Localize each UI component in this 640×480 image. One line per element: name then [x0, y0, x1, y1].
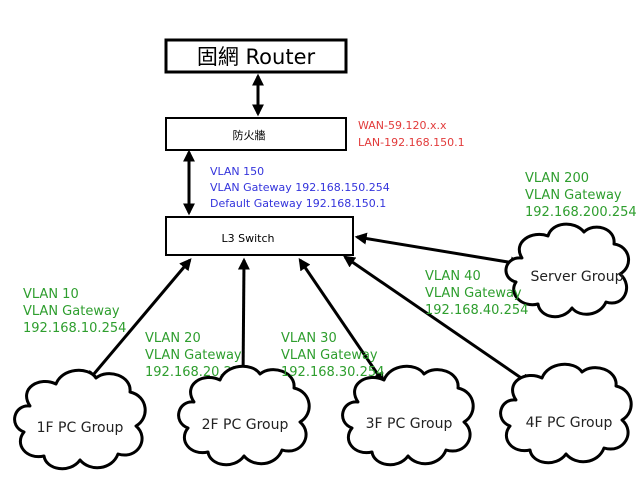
router-box: [164, 38, 348, 74]
f1-gw-ip: 192.168.10.254: [23, 321, 126, 336]
f3-vlan: VLAN 30: [281, 331, 337, 346]
link-switch-2f: [237, 257, 250, 385]
firewall-box: [165, 117, 347, 151]
f4-gw-ip: 192.168.40.254: [425, 303, 528, 318]
f1-vlan: VLAN 10: [23, 287, 79, 302]
server-cloud: [504, 222, 630, 319]
switch-vlan-gateway: VLAN Gateway 192.168.150.254: [210, 181, 390, 194]
f1-label: 1F PC Group: [37, 420, 124, 436]
f1-cloud: [13, 368, 147, 471]
f3-label: 3F PC Group: [366, 416, 453, 432]
f4-gw-label: VLAN Gateway: [425, 286, 522, 301]
server-vlan: VLAN 200: [525, 171, 589, 186]
f3-gw-ip: 192.168.30.254: [281, 365, 384, 380]
firewall-lan: LAN-192.168.150.1: [358, 136, 465, 149]
f1-gw-label: VLAN Gateway: [23, 304, 120, 319]
server-gw-label: VLAN Gateway: [525, 188, 622, 203]
f2-gw-label: VLAN Gateway: [145, 348, 242, 363]
f2-cloud: [177, 364, 311, 467]
switch-label: L3 Switch: [222, 232, 275, 245]
f3-gw-label: VLAN Gateway: [281, 348, 378, 363]
router-label: 固網 Router: [197, 45, 316, 69]
link-switch-1f: [86, 258, 192, 383]
f4-vlan: VLAN 40: [425, 269, 481, 284]
link-switch-server: [354, 232, 523, 269]
switch-default-gateway: Default Gateway 192.168.150.1: [210, 197, 386, 210]
f2-vlan: VLAN 20: [145, 331, 201, 346]
f2-label: 2F PC Group: [202, 417, 289, 433]
link-switch-3f: [298, 258, 385, 384]
firewall-wan: WAN-59.120.x.x: [358, 119, 447, 132]
server-gw-ip: 192.168.200.254: [525, 205, 637, 220]
f3-cloud: [341, 364, 475, 467]
firewall-label: 防火牆: [233, 128, 266, 142]
switch-vlan: VLAN 150: [210, 165, 264, 178]
f4-label: 4F PC Group: [526, 415, 613, 431]
f4-cloud: [499, 362, 633, 465]
server-label: Server Group: [531, 269, 624, 285]
switch-box: [165, 216, 354, 256]
